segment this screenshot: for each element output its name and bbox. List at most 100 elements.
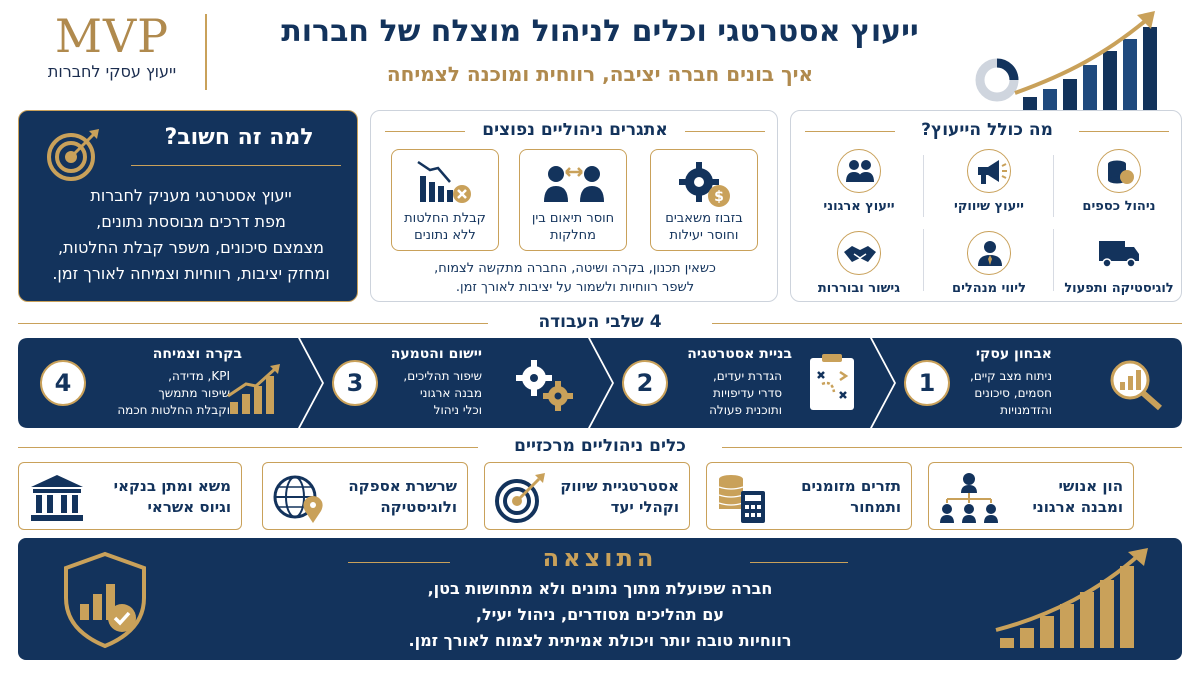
megaphone-icon bbox=[967, 149, 1011, 193]
challenges-title: אתגרים ניהוליים נפוצים bbox=[482, 120, 668, 140]
stage-number: 3 bbox=[332, 360, 378, 406]
challenge-label-line: מחלקות bbox=[549, 228, 597, 243]
page-subtitle: איך בונים חברה יציבה, רווחית ומוכנה לצמי… bbox=[386, 62, 814, 86]
challenge-card: חוסר תיאום בין מחלקות bbox=[519, 149, 627, 251]
stage-card: 2 בניית אסטרטגיה הגדרת יעדים, סדרי עדיפו… bbox=[590, 338, 894, 428]
divider bbox=[18, 447, 478, 448]
tool-card: תזרים מזומנים ותמחור bbox=[706, 462, 912, 530]
include-label: גישור ובוררות bbox=[817, 281, 901, 296]
stage-card: 4 בקרה וצמיחה KPI, מדידה, שיפור מתמשך וק… bbox=[18, 338, 322, 428]
why-body: ייעוץ אסטרטגי מעניק לחברות מפת דרכים מבו… bbox=[33, 183, 349, 287]
chart-down-icon bbox=[417, 160, 471, 203]
stage-title: בניית אסטרטגיה bbox=[687, 346, 792, 362]
tool-label: משא ומתן בנקאי וגיוס אשראי bbox=[81, 476, 231, 518]
includes-panel: מה כולל הייעוץ? ניהול כספים ייעוץ שיווקי bbox=[790, 110, 1182, 302]
result-line: עם תהליכים מסודרים, ניהול יעיל, bbox=[475, 605, 725, 624]
include-label: ניהול כספים bbox=[1082, 199, 1156, 214]
why-panel: למה זה חשוב? ייעוץ אסטרטגי מעניק לחברות … bbox=[18, 110, 358, 302]
tools-title-row: כלים ניהוליים מרכזיים bbox=[18, 436, 1182, 458]
logo: MVP ייעוץ עסקי לחברות bbox=[22, 10, 202, 90]
challenge-label: קבלת החלטות ללא נתונים bbox=[394, 210, 496, 244]
stage-desc-line: ניתוח מצב קיים, bbox=[970, 369, 1052, 383]
stage-number: 2 bbox=[622, 360, 668, 406]
why-line: ייעוץ אסטרטגי מעניק לחברות bbox=[90, 186, 292, 205]
challenge-label-line: וחוסר יעילות bbox=[669, 228, 739, 243]
result-line: רווחיות טובה יותר ויכולת אמיתית לצמוח לא… bbox=[408, 631, 792, 650]
divider bbox=[923, 155, 924, 217]
clipboard-plan-icon bbox=[810, 354, 854, 410]
result-title: התוצאה bbox=[450, 544, 750, 572]
manager-icon bbox=[967, 231, 1011, 275]
tool-card: אסטרטגיית שיווק וקהלי יעד bbox=[484, 462, 690, 530]
handshake-icon bbox=[837, 231, 881, 275]
challenges-note-line: לשפר רווחיות ולשמור על יציבות לאורך זמן. bbox=[455, 280, 695, 295]
tool-label-line: וקהלי יעד bbox=[610, 498, 679, 516]
page-title: ייעוץ אסטרטגי וכלים לניהול מוצלח של חברו… bbox=[281, 14, 919, 49]
magnifier-chart-icon bbox=[1110, 360, 1162, 411]
include-label: ייעוץ שיווקי bbox=[954, 199, 1024, 214]
stage-desc: KPI, מדידה, שיפור מתמשך וקבלת החלטות חכמ… bbox=[117, 368, 230, 419]
bank-icon bbox=[31, 475, 83, 521]
stage-desc-line: סדרי עדיפויות bbox=[713, 386, 782, 400]
divider bbox=[1079, 131, 1169, 132]
stage-title: אבחון עסקי bbox=[975, 346, 1052, 362]
team-icon bbox=[837, 149, 881, 193]
growth-chart-icon bbox=[227, 364, 280, 414]
result-panel: התוצאה חברה שפועלת מתוך נתונים ולא מתחוש… bbox=[18, 538, 1182, 660]
growth-graphic-icon bbox=[975, 11, 1157, 111]
tool-label: הון אנושי ומבנה ארגוני bbox=[993, 476, 1124, 518]
people-arrows-icon bbox=[544, 166, 604, 202]
include-label: ייעוץ ארגוני bbox=[823, 199, 895, 214]
includes-title: מה כולל הייעוץ? bbox=[921, 120, 1053, 140]
challenges-panel: אתגרים ניהוליים נפוצים $ בזבוז משאבים וח… bbox=[370, 110, 778, 302]
challenge-label-line: בזבוז משאבים bbox=[665, 211, 743, 226]
stage-desc-line: ותוכנית פעולה bbox=[709, 403, 782, 417]
challenge-label-line: חוסר תיאום בין bbox=[531, 211, 615, 226]
stage-desc-line: והזדמנויות bbox=[1000, 403, 1052, 417]
challenge-label: בזבוז משאבים וחוסר יעילות bbox=[653, 210, 755, 244]
divider bbox=[18, 323, 488, 324]
logo-divider bbox=[205, 14, 207, 90]
truck-icon bbox=[1097, 231, 1141, 275]
stages-title: 4 שלבי העבודה bbox=[538, 312, 662, 332]
coins-icon bbox=[1097, 149, 1141, 193]
tool-card: שרשרת אספקה ולוגיסטיקה bbox=[262, 462, 468, 530]
stage-card: 1 אבחון עסקי ניתוח מצב קיים, חסמים, סיכו… bbox=[872, 338, 1182, 428]
stage-desc-line: שיפור תהליכים, bbox=[403, 369, 482, 383]
tool-label: אסטרטגיית שיווק וקהלי יעד bbox=[549, 476, 679, 518]
why-line: מפת דרכים מבוססת נתונים, bbox=[96, 212, 286, 231]
logo-text: MVP bbox=[54, 9, 170, 63]
tool-label-line: הון אנושי bbox=[1058, 477, 1123, 495]
tool-label-line: ומבנה ארגוני bbox=[1032, 498, 1124, 516]
include-label: ליווי מנהלים bbox=[952, 281, 1026, 296]
globe-pin-icon bbox=[273, 475, 323, 523]
challenge-card: $ בזבוז משאבים וחוסר יעילות bbox=[650, 149, 758, 251]
result-body: חברה שפועלת מתוך נתונים ולא מתחושות בטן,… bbox=[300, 576, 900, 654]
include-item: לוגיסטיקה ותפעול bbox=[1059, 231, 1179, 307]
gears-dollar-icon: $ bbox=[679, 162, 730, 207]
org-chart-icon bbox=[940, 473, 998, 523]
include-item: גישור ובוררות bbox=[799, 231, 919, 307]
divider bbox=[722, 447, 1182, 448]
challenge-card: קבלת החלטות ללא נתונים bbox=[391, 149, 499, 251]
challenges-note-line: כשאין תכנון, בקרה ושיטה, החברה מתקשה לצמ… bbox=[434, 261, 716, 276]
tool-label: שרשרת אספקה ולוגיסטיקה bbox=[327, 476, 457, 518]
stage-desc-line: KPI, מדידה, bbox=[168, 369, 230, 383]
tool-label-line: ותמחור bbox=[850, 498, 901, 516]
why-title: למה זה חשוב? bbox=[164, 125, 314, 150]
coins-calculator-icon bbox=[718, 475, 765, 523]
include-item: ליווי מנהלים bbox=[929, 231, 1049, 307]
tool-card: הון אנושי ומבנה ארגוני bbox=[928, 462, 1134, 530]
include-label: לוגיסטיקה ותפעול bbox=[1064, 281, 1174, 296]
shield-check-icon bbox=[64, 551, 146, 649]
include-item: ייעוץ ארגוני bbox=[799, 149, 919, 225]
tools-title: כלים ניהוליים מרכזיים bbox=[514, 436, 686, 456]
divider bbox=[1053, 155, 1054, 217]
logo-tagline: ייעוץ עסקי לחברות bbox=[47, 62, 177, 81]
divider bbox=[923, 229, 924, 291]
stages-title-row: 4 שלבי העבודה bbox=[18, 312, 1182, 334]
growth-chart-icon bbox=[995, 548, 1148, 648]
gears-icon bbox=[516, 360, 573, 411]
stage-desc-line: מבנה ארגוני bbox=[419, 386, 482, 400]
stage-card: 3 יישום והטמעה שיפור תהליכים, מבנה ארגונ… bbox=[300, 338, 612, 428]
